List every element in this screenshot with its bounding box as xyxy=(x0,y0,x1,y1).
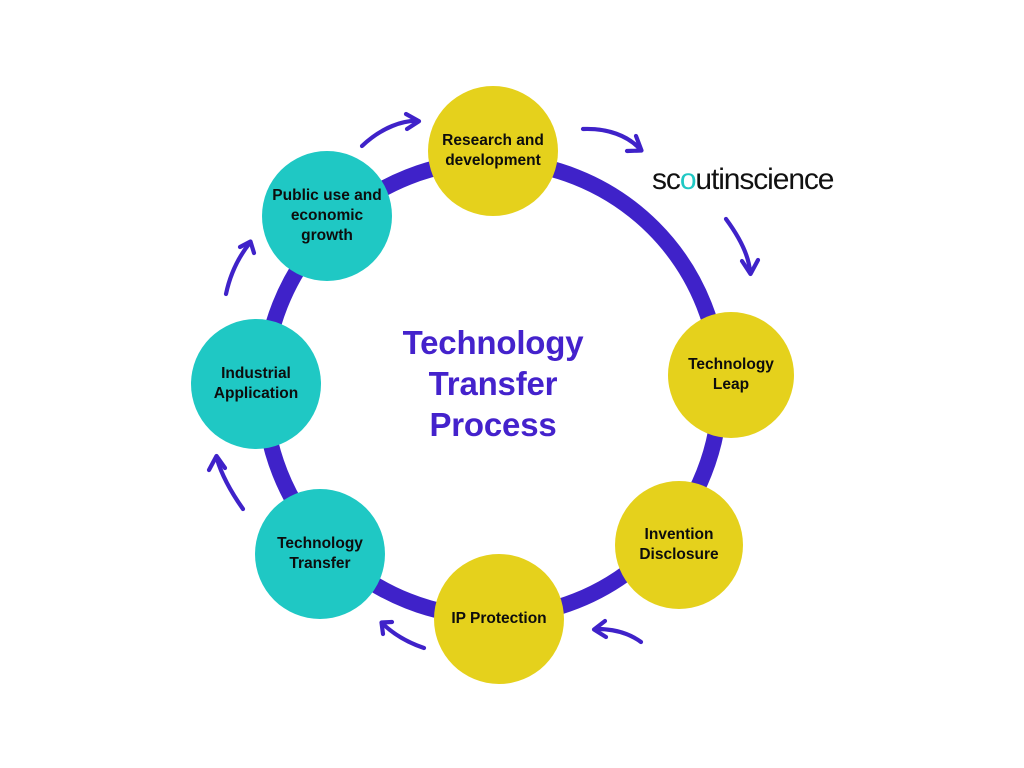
brand-logo-text-end: utinscience xyxy=(695,163,834,196)
node-circle-invention-disclosure[interactable] xyxy=(615,481,743,609)
arrow-invention-to-ip-icon xyxy=(591,618,644,645)
node-circle-group xyxy=(191,86,794,684)
arrow-industrial-to-public-use-icon xyxy=(223,239,257,297)
node-research-and-development[interactable] xyxy=(428,86,558,216)
arrow-public-use-to-research-icon xyxy=(359,111,422,149)
node-ip-protection[interactable] xyxy=(434,554,564,684)
node-public-use-and-economic-growth[interactable] xyxy=(262,151,392,281)
arrow-ip-to-technology-transfer-icon xyxy=(379,619,427,651)
node-circle-technology-transfer[interactable] xyxy=(255,489,385,619)
node-technology-transfer[interactable] xyxy=(255,489,385,619)
arrow-ring-right-descend-icon xyxy=(723,216,761,277)
node-industrial-application[interactable] xyxy=(191,319,321,449)
arrow-technology-transfer-to-industrial-icon xyxy=(206,453,246,512)
page-title-line-2: Transfer xyxy=(428,365,558,402)
flow-arrow-group xyxy=(206,111,761,651)
node-technology-leap[interactable] xyxy=(668,312,794,438)
arrow-research-to-technology-leap-icon xyxy=(580,126,644,154)
brand-logo-text-start: sc xyxy=(652,163,681,196)
node-circle-research-and-development[interactable] xyxy=(428,86,558,216)
node-circle-ip-protection[interactable] xyxy=(434,554,564,684)
brand-logo-o-mark-icon: o xyxy=(679,163,697,196)
node-circle-public-use-and-economic-growth[interactable] xyxy=(262,151,392,281)
page-title-line-3: Process xyxy=(429,406,557,443)
page-title-line-1: Technology xyxy=(402,324,584,361)
node-circle-technology-leap[interactable] xyxy=(668,312,794,438)
node-invention-disclosure[interactable] xyxy=(615,481,743,609)
node-circle-industrial-application[interactable] xyxy=(191,319,321,449)
brand-logo: scoutinscience xyxy=(652,163,835,197)
page-title: Technology Transfer Process xyxy=(372,322,614,445)
